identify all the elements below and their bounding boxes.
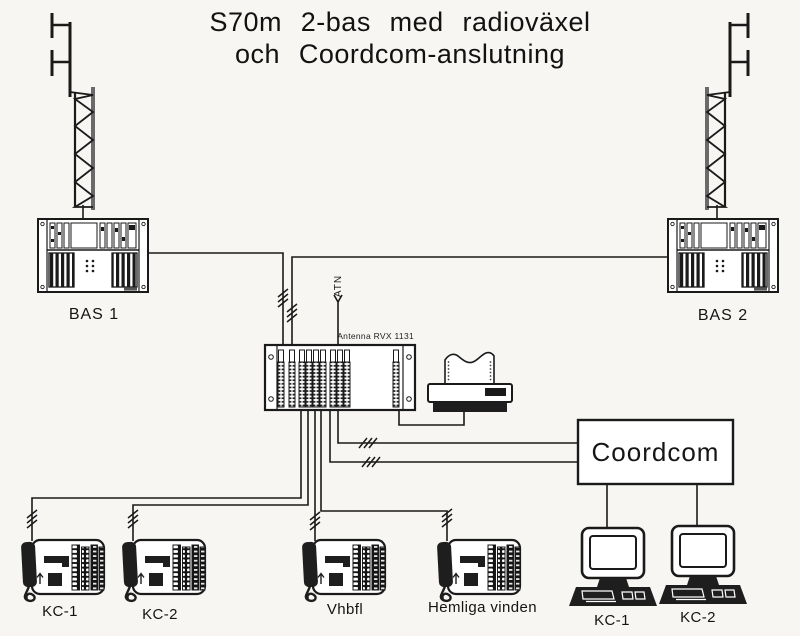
radio-exchange-rack-icon [263,343,417,412]
workstation-kc2-icon [657,524,749,606]
cable-coordcom-1 [337,410,578,444]
right-antenna-tower-icon [705,11,750,222]
workstation-kc2-label: KC-2 [680,609,716,626]
bas2-rack-icon [667,218,779,293]
phone-vhbfl-label: Vhbfl [326,601,364,618]
operator-phone-vhbfl-icon [300,538,387,603]
cable-hemliga-phone [320,410,448,541]
printer-icon [427,351,513,412]
coordcom-box [576,418,735,486]
atn-arrow-icon [333,294,343,303]
atn-label: ATN [333,274,344,298]
bas1-label: BAS 1 [68,306,120,323]
phone-hemliga-label: Hemliga vinden [428,599,537,616]
phone-kc1-label: KC-1 [42,603,78,620]
workstation-kc1-icon [567,526,659,608]
operator-phone-kc2-icon [120,538,207,603]
phone-kc2-label: KC-2 [142,606,178,623]
operator-phone-hemliga-icon [435,538,522,603]
title-line-1: S70m 2-bas med radioväxel [209,7,591,37]
diagram-title: S70m 2-bas med radioväxel och Coordcom-a… [140,6,660,71]
bas2-label: BAS 2 [697,307,749,324]
cable-printer [398,410,465,426]
cable-bas1-exchange [148,252,284,345]
left-antenna-tower-icon [50,11,95,222]
exchange-rack-label: Antenna RVX 1131 [337,331,414,341]
operator-phone-kc1-icon [19,538,106,603]
bas1-rack-icon [37,218,149,293]
cable-kc1-phone [31,410,302,541]
cable-coordcom-2 [329,410,578,463]
title-line-2: och Coordcom-anslutning [235,39,565,70]
cable-bas2-exchange [291,256,668,345]
coordcom-label: Coordcom [591,437,720,467]
cable-lines [31,252,698,541]
workstation-kc1-label: KC-1 [594,612,630,629]
cable-kc2-phone [132,410,309,541]
